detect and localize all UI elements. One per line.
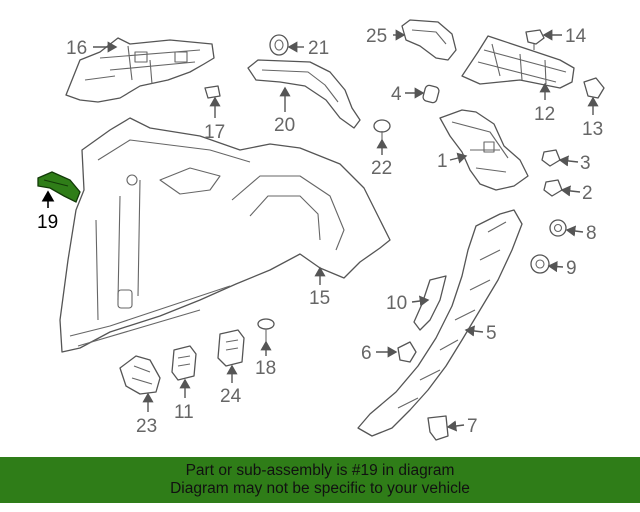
part-17-clip	[204, 85, 221, 99]
callout-19-highlighted: 19	[37, 212, 58, 233]
part-1-bracket	[439, 109, 529, 191]
callout-15: 15	[309, 288, 330, 309]
part-21-grommet	[269, 34, 289, 56]
callout-11: 11	[174, 402, 194, 423]
part-3-clip	[541, 149, 561, 167]
part-14-clip	[525, 29, 545, 50]
callout-25: 25	[366, 26, 387, 47]
callout-22: 22	[371, 158, 392, 179]
callout-3: 3	[580, 153, 591, 174]
part-13-clip	[583, 77, 605, 99]
part-25-handle	[401, 19, 457, 61]
part-2-clip	[543, 179, 563, 197]
callout-2: 2	[582, 183, 593, 204]
callout-13: 13	[582, 119, 603, 140]
info-banner: Part or sub-assembly is #19 in diagram D…	[0, 457, 640, 503]
part-8-nut	[549, 219, 567, 237]
part-12-panel	[461, 35, 575, 89]
leader-lines	[41, 29, 599, 432]
callout-24: 24	[220, 386, 242, 407]
banner-line-1: Part or sub-assembly is #19 in diagram	[185, 462, 455, 479]
callout-18: 18	[255, 358, 276, 379]
part-20-trim	[247, 59, 361, 129]
callout-4: 4	[391, 84, 402, 105]
part-19-highlighted	[37, 171, 81, 203]
callout-23: 23	[136, 416, 157, 437]
part-11-connector	[171, 345, 197, 381]
part-7-clip	[427, 415, 449, 441]
callout-14: 14	[565, 26, 587, 47]
callout-9: 9	[566, 258, 577, 279]
parts-diagram: 16 21 20 25 14 12 13 17 4 22 1 3 2 8 9 1…	[37, 19, 605, 441]
callout-12: 12	[534, 104, 555, 125]
part-10-panel	[413, 275, 447, 331]
callout-6: 6	[361, 343, 372, 364]
callout-5: 5	[486, 323, 497, 344]
callout-10: 10	[386, 293, 407, 314]
callout-20: 20	[274, 115, 295, 136]
callout-17: 17	[204, 122, 225, 143]
callout-1: 1	[437, 151, 448, 172]
part-4-plug	[422, 84, 440, 104]
callout-8: 8	[586, 223, 597, 244]
banner-line-2: Diagram may not be specific to your vehi…	[170, 480, 470, 497]
callout-16: 16	[66, 38, 87, 59]
callout-21: 21	[308, 38, 329, 59]
part-6-clip	[397, 341, 417, 363]
part-9-nut	[530, 254, 550, 274]
part-16-bracket	[65, 37, 215, 103]
part-22-pin	[373, 119, 391, 140]
callout-7: 7	[467, 416, 478, 437]
part-23-connector	[119, 355, 161, 395]
part-18-pin	[257, 318, 275, 342]
part-24-connector	[217, 329, 245, 367]
part-15-quarter-trim	[59, 117, 391, 353]
part-5-pillar	[357, 209, 523, 437]
callout-labels: 16 21 20 25 14 12 13 17 4 22 1 3 2 8 9 1…	[37, 26, 603, 437]
